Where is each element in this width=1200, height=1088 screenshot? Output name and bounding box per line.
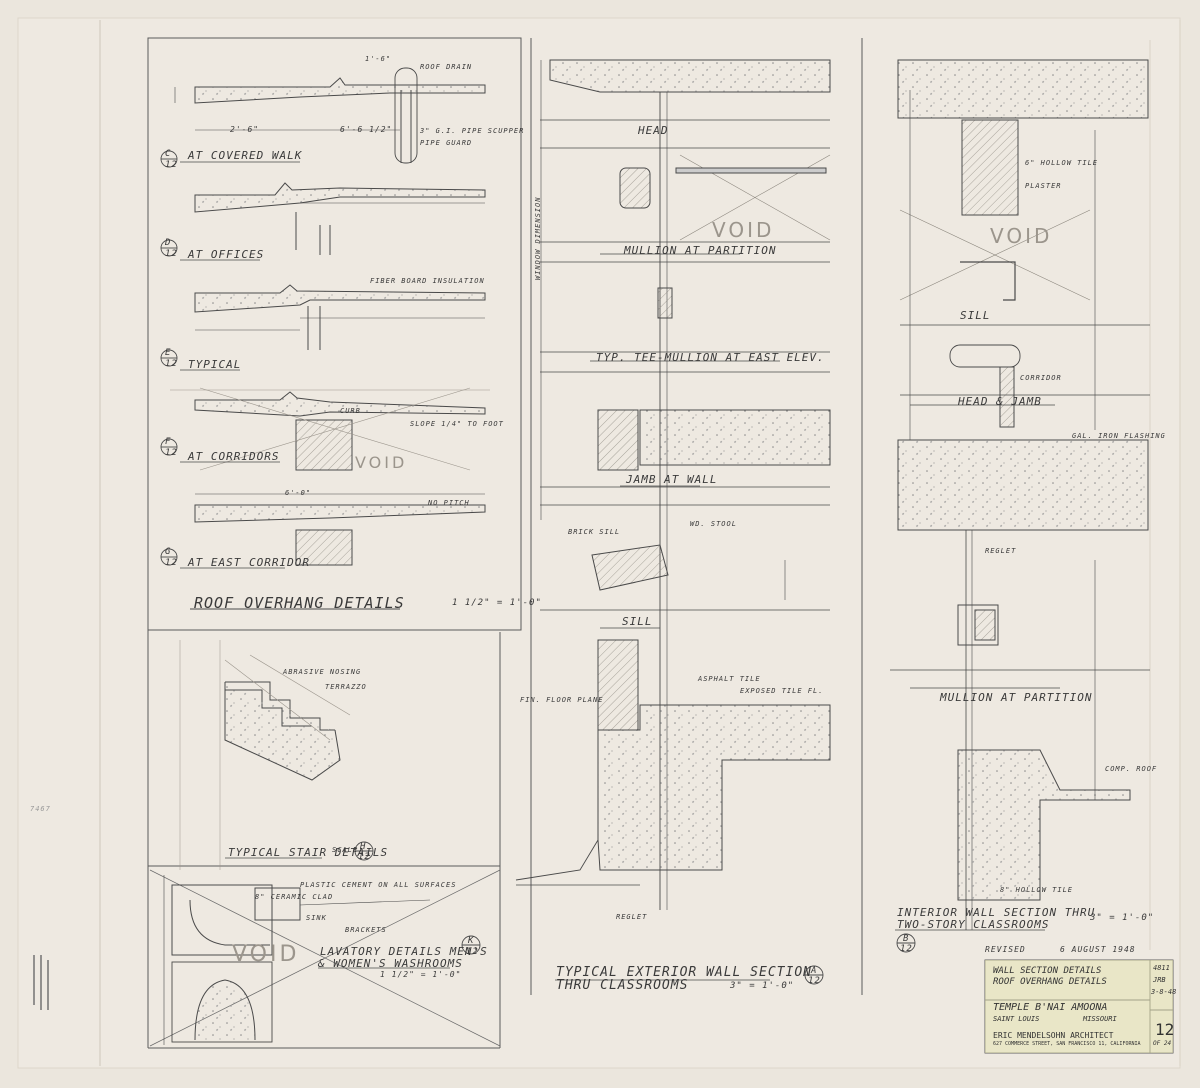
void-mark-exterior: VOID — [712, 218, 775, 242]
exterior-title-line2: THRU CLASSROOMS — [556, 978, 689, 993]
note-terrazzo: TERRAZZO — [325, 683, 367, 691]
note-no-pitch: NO PITCH — [428, 499, 470, 507]
title-block-city: SAINT LOUIS — [993, 1015, 1040, 1023]
void-mark-corridors: VOID — [355, 453, 408, 472]
note-sink: SINK — [306, 914, 327, 922]
note-plaster: PLASTER — [1025, 182, 1062, 190]
bubble-sheet-g: 12 — [165, 558, 178, 568]
title-block-job-no: 4811 — [1153, 964, 1170, 972]
note-roof-drain: ROOF DRAIN — [420, 63, 473, 71]
interior-tag: B — [903, 934, 910, 944]
dim-6-0: 6'-0" — [285, 489, 312, 497]
detail-label-offices: AT OFFICES — [188, 248, 265, 261]
note-fin-floor: FIN. FLOOR PLANE — [520, 696, 604, 704]
detail-label-covered-walk: AT COVERED WALK — [188, 149, 303, 162]
void-mark-interior: VOID — [990, 224, 1053, 248]
note-curb: CURB — [340, 407, 361, 415]
note-asphalt-tile: ASPHALT TILE — [698, 675, 761, 683]
lavatory-title-line2: & WOMEN'S WASHROOMS — [318, 957, 463, 970]
label-int-sill: SILL — [960, 309, 991, 322]
bubble-tag-d: D — [165, 238, 172, 248]
dim-2-6: 2'-6" — [230, 125, 260, 134]
title-block-title1: WALL SECTION DETAILS — [993, 966, 1102, 976]
detail-label-east-corridor: AT EAST CORRIDOR — [188, 556, 310, 569]
note-gal-iron: GAL. IRON FLASHING — [1072, 432, 1166, 440]
stair-title: TYPICAL STAIR DETAILS — [228, 846, 389, 859]
title-block-drawn: JRB — [1153, 976, 1166, 984]
dim-6-6: 6'-6 1/2" — [340, 125, 393, 134]
note-slope: SLOPE 1/4" TO FOOT — [410, 420, 504, 428]
note-pipe-guard: PIPE GUARD — [420, 139, 473, 147]
exterior-title-line1: TYPICAL EXTERIOR WALL SECTION — [556, 965, 812, 980]
title-block-architect: ERIC MENDELSOHN ARCHITECT — [993, 1031, 1114, 1040]
exterior-sheet: 12 — [808, 976, 821, 986]
label-mullion-partition: MULLION AT PARTITION — [624, 244, 777, 257]
dim-1-6: 1'-6" — [365, 55, 392, 63]
note-abrasive-nosing: ABRASIVE NOSING — [283, 668, 362, 676]
note-reglet-ext: REGLET — [616, 913, 648, 921]
label-head-jamb: HEAD & JAMB — [958, 395, 1042, 408]
roof-overhang-title: ROOF OVERHANG DETAILS — [194, 594, 405, 612]
note-wd-stool: WD. STOOL — [690, 520, 737, 528]
revised-label: REVISED — [985, 945, 1026, 954]
lavatory-title-line1: LAVATORY DETAILS MEN'S — [320, 945, 488, 958]
title-block-sheet-of: OF 24 — [1153, 1040, 1172, 1047]
roof-overhang-scale: 1 1/2" = 1'-0" — [452, 598, 542, 608]
interior-sheet: 12 — [900, 944, 913, 954]
note-brackets: BRACKETS — [345, 926, 387, 934]
note-pipe-scupper: 3" G.I. PIPE SCUPPER — [420, 127, 525, 135]
note-window-dimension: WINDOW DIMENSION — [534, 196, 542, 280]
stair-scale-label: SCALE — [332, 846, 359, 854]
lavatory-scale: 1 1/2" = 1'-0" — [380, 970, 462, 979]
label-head: HEAD — [638, 124, 669, 137]
title-block: WALL SECTION DETAILS ROOF OVERHANG DETAI… — [985, 960, 1177, 1053]
stair-sheet: 12 — [358, 852, 371, 862]
lavatory-sheet: 12 — [466, 947, 479, 957]
note-hollow-tile-6: 6" HOLLOW TILE — [1025, 159, 1099, 167]
bubble-tag-g: G — [165, 547, 172, 557]
label-sill: SILL — [622, 615, 653, 628]
void-mark-lavatory: VOID — [232, 942, 300, 967]
title-block-tint — [985, 960, 1173, 1053]
bubble-tag-e: E — [165, 348, 172, 358]
title-block-date: 3-8-48 — [1151, 988, 1177, 996]
detail-label-corridors: AT CORRIDORS — [188, 450, 280, 463]
detail-label-typical: TYPICAL — [188, 358, 242, 371]
bubble-sheet-d: 12 — [165, 249, 178, 259]
note-exposed-tile: EXPOSED TILE FL. — [740, 687, 824, 695]
exterior-scale: 3" = 1'-0" — [730, 981, 795, 991]
revised-date: 6 AUGUST 1948 — [1060, 945, 1136, 954]
interior-title-line2: TWO-STORY CLASSROOMS — [897, 918, 1050, 931]
note-ceramic-clad: 8" CERAMIC CLAD — [255, 893, 334, 901]
lavatory-tag: K — [468, 936, 475, 946]
title-block-state: MISSOURI — [1083, 1015, 1117, 1023]
label-tee-mullion: TYP. TEE-MULLION AT EAST ELEV. — [596, 351, 825, 364]
note-insulation: FIBER BOARD INSULATION — [370, 277, 485, 285]
note-brick-sill: BRICK SILL — [568, 528, 621, 536]
note-comp-roof: COMP. ROOF — [1105, 765, 1158, 773]
interior-scale: 3" = 1'-0" — [1090, 913, 1155, 923]
label-jamb-at-wall: JAMB AT WALL — [626, 473, 718, 486]
note-corridor: CORRIDOR — [1020, 374, 1062, 382]
note-hollow-tile-8: 8" HOLLOW TILE — [1000, 886, 1074, 894]
title-block-address: 627 COMMERCE STREET, SAN FRANCISCO 11, C… — [993, 1041, 1141, 1047]
bubble-tag-f: F — [165, 437, 172, 447]
side-number: 7467 — [30, 805, 51, 813]
title-block-sheet-no: 12 — [1155, 1020, 1175, 1039]
bubble-tag-c: C — [165, 149, 172, 159]
exterior-tag: A — [811, 966, 818, 976]
title-block-title2: ROOF OVERHANG DETAILS — [993, 977, 1107, 987]
label-int-mullion: MULLION AT PARTITION — [940, 691, 1093, 704]
note-plastic-cement: PLASTIC CEMENT ON ALL SURFACES — [300, 881, 457, 889]
bubble-sheet-c: 12 — [165, 160, 178, 170]
note-reglet-int: REGLET — [985, 547, 1017, 555]
stair-tag: H — [360, 842, 367, 852]
bubble-sheet-e: 12 — [165, 359, 178, 369]
bubble-sheet-f: 12 — [165, 448, 178, 458]
interior-title-line1: INTERIOR WALL SECTION THRU — [897, 906, 1096, 919]
title-block-project: TEMPLE B'NAI AMOONA — [993, 1002, 1108, 1013]
